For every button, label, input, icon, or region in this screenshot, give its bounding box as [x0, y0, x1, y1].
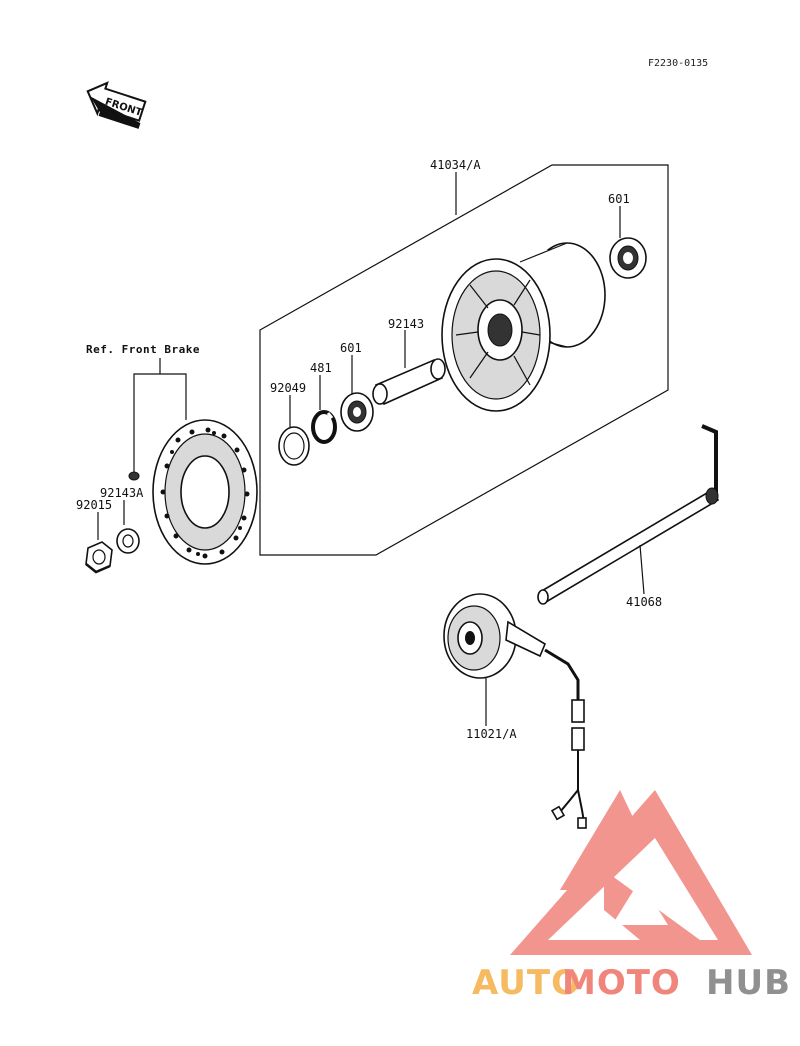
disc-bolt [128, 471, 140, 481]
label-ref-front-brake: Ref. Front Brake [86, 343, 200, 356]
label-bearing-left: 601 [340, 341, 362, 355]
label-collar-spacer: 92143 [388, 317, 424, 331]
wheel-hub [441, 242, 606, 412]
figure-code: F2230-0135 [648, 58, 708, 69]
label-axle: 41068 [626, 595, 662, 609]
bearing-left [340, 392, 374, 432]
label-speed-sensor: 11021/A [466, 727, 517, 741]
logo-text-hub: HUB [706, 963, 791, 1003]
collar-small [116, 528, 140, 554]
label-oil-seal: 92049 [270, 381, 306, 395]
collar-spacer [372, 358, 446, 406]
brake-disc [152, 419, 258, 565]
label-collar-small: 92143A [100, 486, 144, 500]
logo-text-moto: MOTO [562, 963, 681, 1003]
label-bearing-right: 601 [608, 192, 630, 206]
label-circlip: 481 [310, 361, 332, 375]
hub-assembly-outline [259, 164, 669, 556]
front-axle [537, 424, 720, 605]
front-arrow-icon: FRONT [86, 81, 147, 129]
circlip [311, 410, 337, 444]
logo-text-auto: AUTO [472, 963, 581, 1003]
bearing-right [609, 237, 647, 279]
speed-sensor [443, 593, 587, 829]
axle-nut [85, 541, 113, 574]
label-axle-nut: 92015 [76, 498, 112, 512]
oil-seal [278, 426, 310, 466]
label-hub: 41034/A [430, 158, 481, 172]
automotohub-logo: AUTO MOTO HUB [472, 790, 791, 1003]
